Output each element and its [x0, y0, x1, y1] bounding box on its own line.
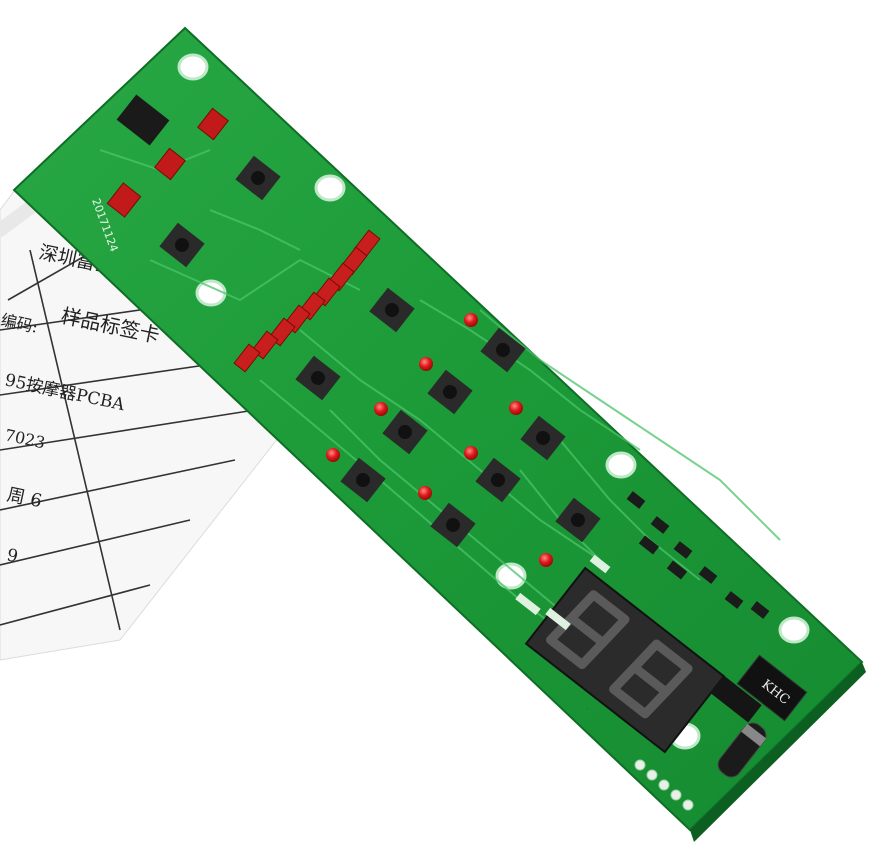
- resistor-array: [233, 229, 381, 373]
- silkscreen-marks: [515, 554, 611, 631]
- ic-chip: [710, 675, 762, 723]
- mounting-holes: [177, 53, 810, 750]
- seven-segment-display: 88: [524, 566, 726, 754]
- rectifier-chip: [116, 94, 170, 146]
- red-leds: [326, 313, 553, 567]
- khc-inductor: KHC: [736, 654, 808, 722]
- connector-pads: [634, 759, 694, 811]
- display-digit-segments: [546, 590, 693, 719]
- pcb-board: 20171124: [12, 26, 866, 842]
- card-handwritten-digit: 9: [5, 545, 20, 567]
- smd-transistors: [626, 491, 770, 619]
- pcb-traces: [99, 149, 781, 661]
- capacitor: [717, 722, 767, 778]
- tactile-switches: [159, 155, 601, 548]
- smd-red-components: [106, 107, 229, 218]
- display-value: 88: [586, 708, 589, 711]
